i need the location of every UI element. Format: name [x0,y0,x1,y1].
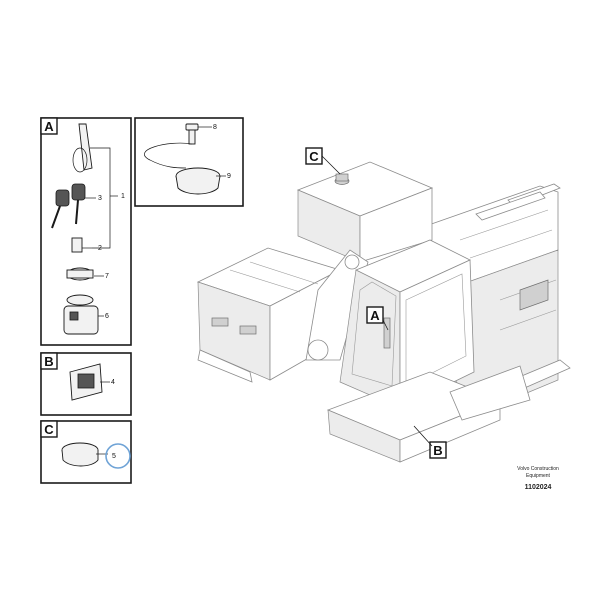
machine-upper-housing-side [359,187,433,263]
machine-filler-neck [335,173,349,182]
key-icon [51,183,86,229]
machine-callout-c: C [305,147,341,175]
machine-track [449,365,531,421]
label-8: 8 [213,124,217,131]
lock-cylinder [71,237,83,253]
machine-ignition-panel [383,317,391,349]
label-4: 4 [111,379,115,386]
machine-step-left [197,349,253,383]
filler-cap-icon [61,449,99,467]
tether-cord [144,142,193,169]
key-ring [72,147,88,173]
ignition-switch-top [66,294,94,306]
callout-b-letter: B [433,443,442,458]
machine-boom-pin-2 [344,254,360,270]
label-3: 3 [98,195,102,202]
ignition-bezel-body [66,269,94,279]
caption-line-1: Volvo Construction [517,466,559,472]
machine-vent [519,279,549,311]
key-tag [78,123,93,171]
label-5-highlight [105,443,131,469]
machine-boom-pin [307,339,329,361]
machine-latch-2 [239,325,257,335]
label-9: 9 [227,173,231,180]
label-1: 1 [121,193,125,200]
panel-cap: 8 9 [134,117,244,207]
caption-block: Volvo Construction Equipment 1102024 [517,466,559,491]
label-2: 2 [98,245,102,252]
panel-a-letter: A [44,119,54,134]
machine-cab-side-window [405,273,467,387]
fuel-cap-icon [175,175,221,195]
callout-c-letter: C [309,149,319,164]
label-7: 7 [105,273,109,280]
panel-a: A 1 2 3 7 6 [40,117,132,346]
socket-opening [77,373,95,389]
machine-rail-2 [475,191,546,221]
panel-c: C 5 [40,420,132,484]
panel-b: B 4 [40,352,132,416]
machine-cab-window [351,281,397,387]
machine-callout-b: B [413,425,447,459]
machine-cab-side [399,259,475,409]
machine-latch [211,317,229,327]
bolt-head-icon [185,123,199,131]
bolt-shank [188,129,196,145]
panel-b-letter: B [44,354,53,369]
ignition-connector [69,311,79,321]
ignition-switch-icon [63,305,99,335]
machine-callout-a: A [366,306,389,331]
caption-line-2: Equipment [526,473,551,479]
doc-number: 1102024 [525,484,552,491]
panel-c-letter: C [44,422,54,437]
callout-a-letter: A [370,308,380,323]
label-5: 5 [112,453,116,460]
label-6: 6 [105,313,109,320]
excavator-illustration [196,161,571,463]
